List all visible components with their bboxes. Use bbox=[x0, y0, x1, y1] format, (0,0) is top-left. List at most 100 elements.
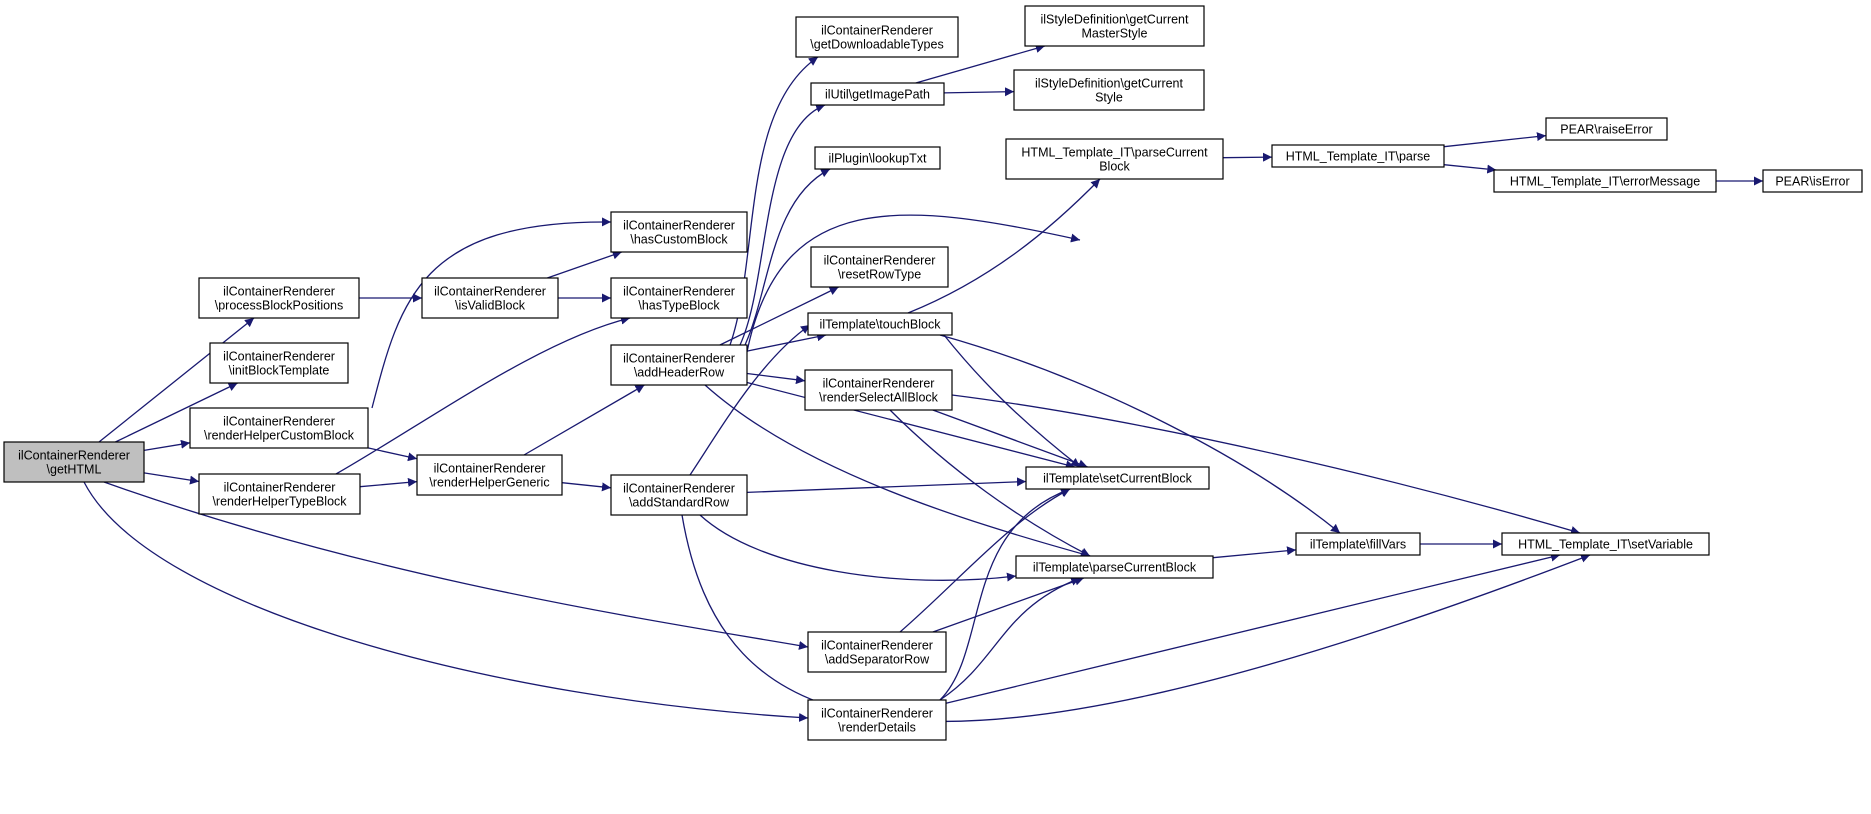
edge-line bbox=[367, 447, 418, 462]
node-hasCustomBlock[interactable]: ilContainerRenderer\hasCustomBlock bbox=[610, 211, 748, 253]
node-label-line: \hasCustomBlock bbox=[630, 233, 728, 247]
edge-renderHelperCustomBlock-to-hasCustomBlock bbox=[371, 217, 612, 409]
node-label-line: HTML_Template_IT\errorMessage bbox=[1510, 175, 1700, 189]
node-label-line: ilTemplate\setCurrentBlock bbox=[1043, 472, 1192, 486]
node-getHTML[interactable]: ilContainerRenderer\getHTML bbox=[3, 441, 145, 483]
edge-addHeaderRow-to-lookupTxt bbox=[744, 168, 831, 346]
node-label-line: PEAR\isError bbox=[1775, 175, 1849, 189]
node-label-line: ilTemplate\parseCurrentBlock bbox=[1033, 561, 1197, 575]
edge-line bbox=[939, 334, 1341, 534]
edge-getHTML-to-renderHelperCustomBlock bbox=[143, 439, 191, 452]
node-getDownloadableTypes[interactable]: ilContainerRenderer\getDownloadableTypes bbox=[795, 16, 959, 58]
node-box bbox=[209, 342, 349, 384]
edge-touchBlock-to-setCurrentBlock bbox=[943, 334, 1081, 468]
node-box bbox=[1501, 532, 1710, 556]
node-label-line: ilContainerRenderer bbox=[823, 377, 935, 391]
node-label-line: \renderHelperCustomBlock bbox=[204, 429, 355, 443]
node-label-line: ilStyleDefinition\getCurrent bbox=[1041, 13, 1190, 27]
node-label-line: ilContainerRenderer bbox=[224, 481, 336, 495]
node-label-line: HTML_Template_IT\parse bbox=[1286, 150, 1431, 164]
node-isError[interactable]: PEAR\isError bbox=[1762, 169, 1863, 193]
node-setVariable[interactable]: HTML_Template_IT\setVariable bbox=[1501, 532, 1710, 556]
node-label-line: \renderDetails bbox=[838, 721, 916, 735]
edge-line bbox=[371, 217, 612, 409]
node-addHeaderRow[interactable]: ilContainerRenderer\addHeaderRow bbox=[610, 344, 748, 386]
edge-line bbox=[681, 514, 1591, 723]
node-box bbox=[1493, 169, 1717, 193]
node-box bbox=[610, 211, 748, 253]
node-parseCurrentBlock[interactable]: ilTemplate\parseCurrentBlock bbox=[1015, 555, 1214, 579]
edge-line bbox=[943, 87, 1015, 97]
node-label-line: HTML_Template_IT\setVariable bbox=[1518, 538, 1693, 552]
node-label-line: ilContainerRenderer bbox=[821, 24, 933, 38]
node-label-line: ilContainerRenderer bbox=[623, 285, 735, 299]
node-label-line: Style bbox=[1095, 91, 1123, 105]
edge-renderHelperGeneric-to-addHeaderRow bbox=[523, 384, 645, 456]
node-box bbox=[1545, 117, 1668, 141]
node-renderSelectAllBlock[interactable]: ilContainerRenderer\renderSelectAllBlock bbox=[804, 369, 953, 411]
node-label-line: ilContainerRenderer bbox=[821, 639, 933, 653]
edge-itParseCurrentBlock-to-itParse bbox=[1222, 152, 1273, 162]
node-label-line: HTML_Template_IT\parseCurrent bbox=[1021, 146, 1208, 160]
edge-line bbox=[744, 168, 831, 346]
node-resetRowType[interactable]: ilContainerRenderer\resetRowType bbox=[810, 246, 949, 288]
node-getImagePath[interactable]: ilUtil\getImagePath bbox=[810, 82, 945, 106]
node-label-line: \renderSelectAllBlock bbox=[819, 391, 939, 405]
edge-line bbox=[561, 482, 612, 492]
node-hasTypeBlock[interactable]: ilContainerRenderer\hasTypeBlock bbox=[610, 277, 748, 319]
node-addSeparatorRow[interactable]: ilContainerRenderer\addSeparatorRow bbox=[807, 631, 947, 673]
node-box bbox=[810, 82, 945, 106]
node-fillVars[interactable]: ilTemplate\fillVars bbox=[1295, 532, 1421, 556]
node-isValidBlock[interactable]: ilContainerRenderer\isValidBlock bbox=[421, 277, 559, 319]
node-initBlockTemplate[interactable]: ilContainerRenderer\initBlockTemplate bbox=[209, 342, 349, 384]
node-itParse[interactable]: HTML_Template_IT\parse bbox=[1271, 144, 1445, 168]
node-touchBlock[interactable]: ilTemplate\touchBlock bbox=[807, 312, 953, 336]
node-label-line: \addHeaderRow bbox=[634, 366, 725, 380]
node-label-line: MasterStyle bbox=[1082, 27, 1148, 41]
edge-renderDetails-to-setCurrentBlock bbox=[939, 487, 1071, 701]
edge-line bbox=[889, 409, 1091, 557]
node-setCurrentBlock[interactable]: ilTemplate\setCurrentBlock bbox=[1025, 466, 1210, 490]
edge-addHeaderRow-to-renderSelectAllBlock bbox=[746, 372, 806, 385]
edge-renderHelperTypeBlock-to-renderHelperGeneric bbox=[359, 477, 418, 488]
node-box bbox=[198, 473, 361, 515]
node-label-line: \addSeparatorRow bbox=[825, 653, 930, 667]
node-box bbox=[416, 454, 563, 496]
edge-line bbox=[689, 324, 811, 476]
edge-getImagePath-to-getCurrentMasterStyle bbox=[915, 44, 1045, 84]
edge-line bbox=[103, 481, 809, 650]
node-box bbox=[795, 16, 959, 58]
node-processBlockPositions[interactable]: ilContainerRenderer\processBlockPosition… bbox=[198, 277, 360, 319]
edge-parseCurrentBlock-to-fillVars bbox=[1212, 546, 1297, 559]
node-box bbox=[814, 146, 941, 170]
node-renderHelperTypeBlock[interactable]: ilContainerRenderer\renderHelperTypeBloc… bbox=[198, 473, 361, 515]
edge-renderHelperCustomBlock-to-renderHelperGeneric bbox=[367, 447, 418, 462]
edge-line bbox=[547, 250, 622, 279]
node-itParseCurrentBlock[interactable]: HTML_Template_IT\parseCurrentBlock bbox=[1005, 138, 1224, 180]
node-label-line: \isValidBlock bbox=[455, 299, 526, 313]
edge-addHeaderRow-to-parseCurrentBlock bbox=[704, 384, 1091, 558]
node-box bbox=[1024, 5, 1205, 47]
node-box bbox=[807, 312, 953, 336]
edge-renderSelectAllBlock-to-setVariable bbox=[951, 394, 1581, 535]
node-errorMessage[interactable]: HTML_Template_IT\errorMessage bbox=[1493, 169, 1717, 193]
edge-addHeaderRow-to-setVariable bbox=[746, 214, 1081, 353]
node-box bbox=[807, 631, 947, 673]
edge-line bbox=[746, 332, 827, 352]
edge-line bbox=[1443, 164, 1497, 174]
node-box bbox=[1015, 555, 1214, 579]
node-renderDetails[interactable]: ilContainerRenderer\renderDetails bbox=[807, 699, 947, 741]
edge-line bbox=[143, 439, 191, 452]
node-box bbox=[1013, 69, 1205, 111]
node-raiseError[interactable]: PEAR\raiseError bbox=[1545, 117, 1668, 141]
node-label-line: PEAR\raiseError bbox=[1560, 123, 1652, 137]
node-label-line: \renderHelperTypeBlock bbox=[212, 495, 347, 509]
edge-touchBlock-to-fillVars bbox=[939, 334, 1341, 534]
node-addStandardRow[interactable]: ilContainerRenderer\addStandardRow bbox=[610, 474, 748, 516]
node-box bbox=[198, 277, 360, 319]
node-lookupTxt[interactable]: ilPlugin\lookupTxt bbox=[814, 146, 941, 170]
node-renderHelperGeneric[interactable]: ilContainerRenderer\renderHelperGeneric bbox=[416, 454, 563, 496]
node-renderHelperCustomBlock[interactable]: ilContainerRenderer\renderHelperCustomBl… bbox=[189, 407, 369, 449]
